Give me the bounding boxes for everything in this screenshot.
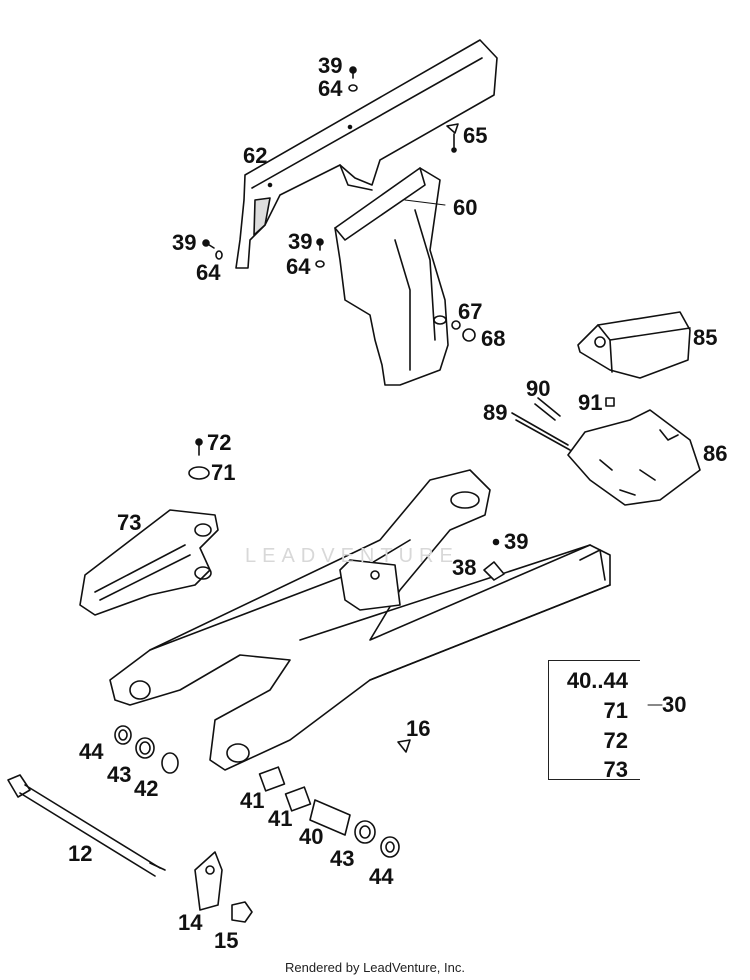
bearing-set-left xyxy=(114,725,179,774)
callout-86: 86 xyxy=(703,441,728,466)
watermark: LEADVENTURE xyxy=(245,545,459,567)
part-71-washer xyxy=(188,466,210,480)
part-39-screw-b xyxy=(202,239,223,260)
part-72-screw xyxy=(195,438,203,456)
callout-39: 39 xyxy=(288,229,313,254)
part-89-bolt xyxy=(511,412,571,451)
part-86-guide-bracket xyxy=(567,409,701,506)
callout-41: 41 xyxy=(240,788,265,813)
callout-42: 42 xyxy=(134,776,159,801)
legend-row: 71 xyxy=(603,698,628,723)
callout-72: 72 xyxy=(207,430,232,455)
part-85-chain-guide xyxy=(577,311,691,379)
callout-40: 40 xyxy=(299,824,324,849)
legend-row: 72 xyxy=(603,728,628,753)
part-12-axle xyxy=(7,774,166,877)
callout-65: 65 xyxy=(463,123,488,148)
legend-row: 40..44 xyxy=(566,668,628,693)
callout-43: 43 xyxy=(107,762,132,787)
part-65-rivet xyxy=(446,123,459,153)
callout-12: 12 xyxy=(68,841,93,866)
part-15-nut xyxy=(231,901,253,923)
callout-39: 39 xyxy=(172,230,197,255)
footer-credit: Rendered by LeadVenture, Inc. xyxy=(285,960,465,975)
part-39-screw-a xyxy=(348,66,358,92)
callout-44: 44 xyxy=(369,864,394,889)
callout-43: 43 xyxy=(330,846,355,871)
part-73-chain-slider xyxy=(79,509,219,616)
leader-lines xyxy=(404,199,663,706)
part-39-screw-c xyxy=(315,238,325,268)
callout-44: 44 xyxy=(79,739,104,764)
callout-39: 39 xyxy=(504,529,529,554)
callout-30: 30 xyxy=(662,692,687,717)
callout-62: 62 xyxy=(243,143,268,168)
callout-64: 64 xyxy=(286,254,311,279)
part-16-plug xyxy=(397,739,411,753)
callout-60: 60 xyxy=(453,195,478,220)
kit-legend-box: 40..44 71 72 73 xyxy=(548,660,640,782)
part-91-nut xyxy=(605,397,615,407)
callout-14: 14 xyxy=(178,910,203,935)
callout-38: 38 xyxy=(452,555,477,580)
callout-67: 67 xyxy=(458,299,483,324)
part-60-chain-guard xyxy=(334,167,449,386)
part-90-bolt xyxy=(534,397,561,421)
callout-91: 91 xyxy=(578,390,603,415)
legend-row: 73 xyxy=(603,757,628,782)
callout-39: 39 xyxy=(318,53,343,78)
callout-64: 64 xyxy=(318,76,343,101)
callout-15: 15 xyxy=(214,928,239,953)
callout-71: 71 xyxy=(211,460,236,485)
part-62-chain-guard xyxy=(235,39,498,269)
callout-68: 68 xyxy=(481,326,506,351)
callout-85: 85 xyxy=(693,325,718,350)
swingarm xyxy=(109,469,611,771)
callout-90: 90 xyxy=(526,376,551,401)
bearing-set-center xyxy=(258,766,400,858)
callout-41: 41 xyxy=(268,806,293,831)
callout-89: 89 xyxy=(483,400,508,425)
part-38-bracket xyxy=(483,538,505,581)
part-14-plate xyxy=(194,851,223,911)
part-67-68-washer-nut xyxy=(451,320,476,342)
callout-16: 16 xyxy=(406,716,431,741)
callout-64: 64 xyxy=(196,260,221,285)
callout-73: 73 xyxy=(117,510,142,535)
